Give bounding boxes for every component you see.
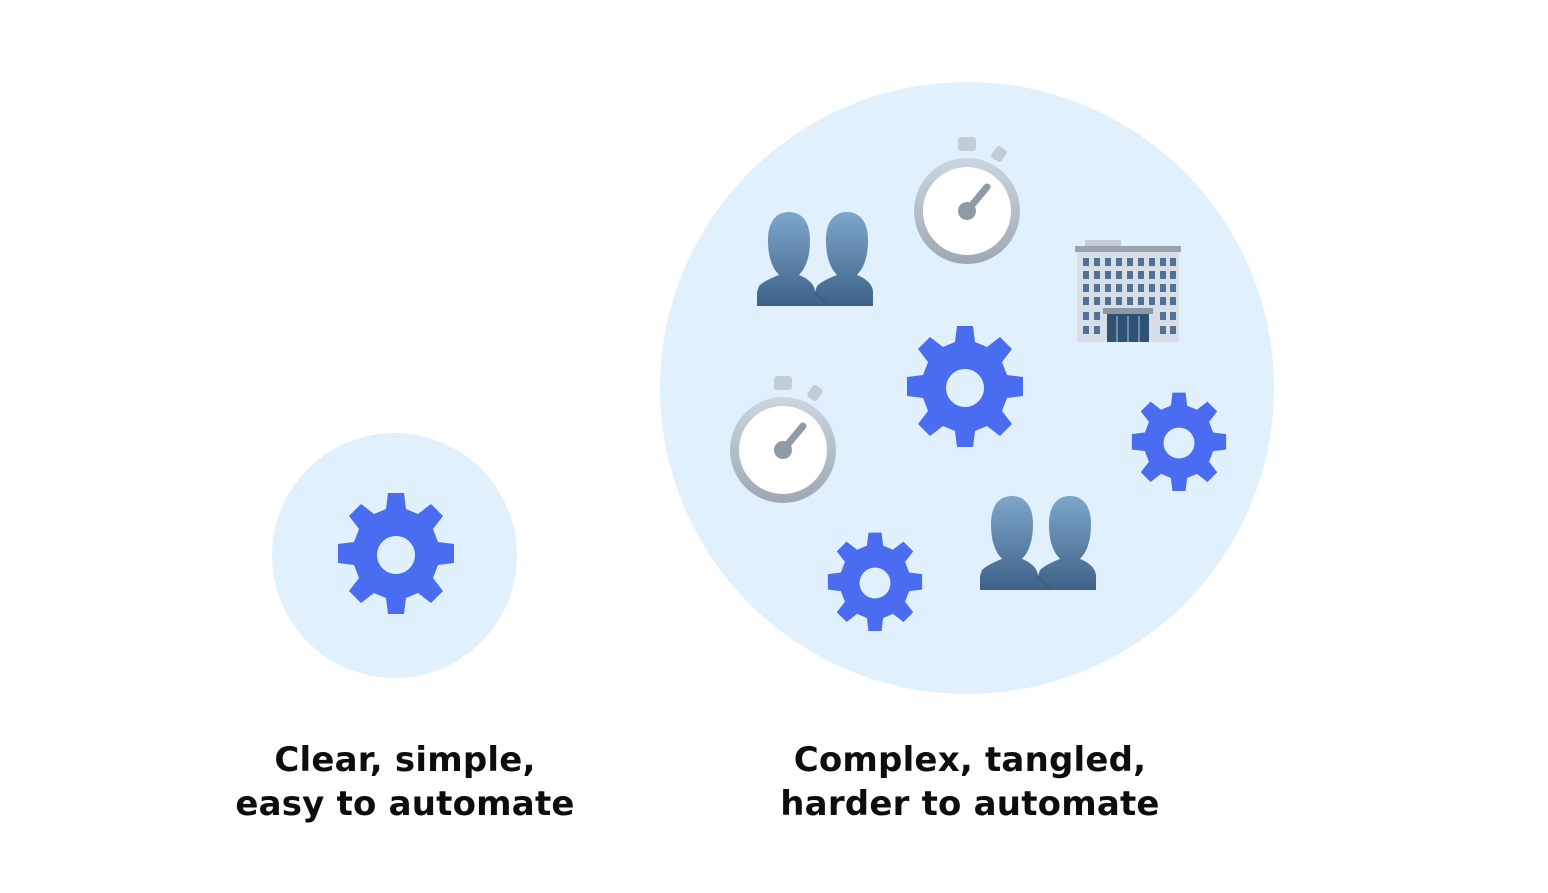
people-icon bbox=[980, 496, 1096, 590]
gear-icon bbox=[901, 324, 1029, 452]
complex-caption-line2: harder to automate bbox=[780, 784, 1160, 824]
stopwatch-icon bbox=[907, 137, 1027, 271]
people-icon bbox=[757, 212, 873, 306]
simple-process-circle bbox=[272, 433, 517, 678]
stopwatch-icon bbox=[723, 376, 843, 510]
office-building-icon bbox=[1075, 240, 1181, 342]
gear-icon bbox=[332, 491, 460, 619]
complex-caption-line1: Complex, tangled, bbox=[793, 740, 1147, 780]
gear-icon bbox=[823, 531, 927, 635]
gear-icon bbox=[1127, 391, 1231, 495]
simple-caption-line1: Clear, simple, bbox=[274, 740, 536, 780]
simple-caption-line2: easy to automate bbox=[235, 784, 575, 824]
complex-caption: Complex, tangled, harder to automate bbox=[740, 738, 1200, 826]
simple-caption: Clear, simple, easy to automate bbox=[190, 738, 620, 826]
